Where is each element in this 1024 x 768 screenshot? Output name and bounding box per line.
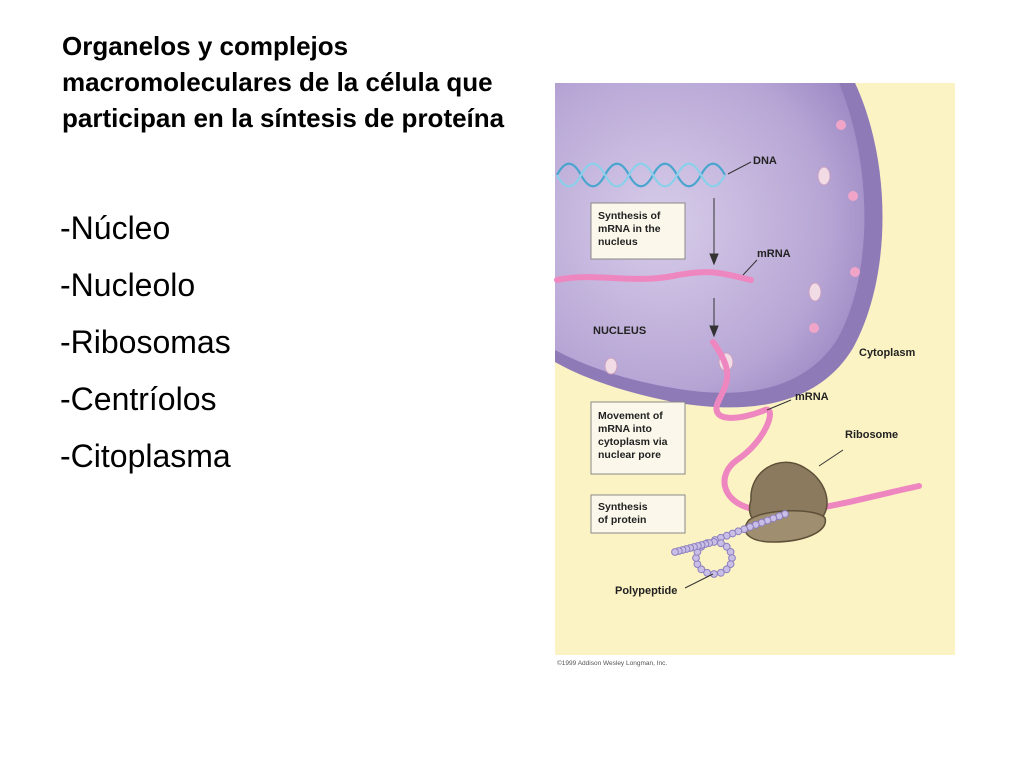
polypeptide-leader-line	[684, 573, 714, 589]
movement-line: Movement of	[598, 410, 663, 422]
amino-acid-bead	[722, 565, 731, 574]
dna-leader-line	[727, 161, 752, 175]
synthesis-mrna-line: mRNA in the	[598, 223, 661, 235]
synthesis-mrna-box	[590, 202, 686, 260]
synthesis-mrna-line: Synthesis of	[598, 210, 661, 222]
polypeptide-chain	[671, 510, 789, 578]
amino-acid-bead	[726, 560, 735, 569]
movement-line: mRNA into	[598, 423, 652, 435]
polypeptide-label: Polypeptide	[615, 585, 677, 597]
mrna-strand-nucleus	[554, 269, 754, 283]
amino-acid-bead	[671, 548, 679, 556]
mrna-leader-line	[742, 259, 758, 276]
synthesis-protein-line: of protein	[598, 514, 646, 526]
nucleus	[555, 83, 865, 393]
slide-title: Organelos y complejos macromoleculares d…	[62, 31, 505, 133]
ribosome-leader-line	[818, 449, 844, 467]
amino-acid-bead	[697, 565, 706, 574]
dna-helix	[556, 162, 726, 188]
mrna-cytoplasm-label: mRNA	[795, 391, 829, 403]
ribosome-label: Ribosome	[845, 429, 898, 441]
amino-acid-bead	[717, 568, 725, 577]
copyright-text: ©1999 Addison Wesley Longman, Inc.	[557, 659, 667, 667]
movement-mrna-box	[590, 401, 686, 475]
process-arrows	[709, 198, 719, 338]
movement-line: nuclear pore	[598, 449, 661, 461]
bullet-item: -Citoplasma	[60, 438, 231, 474]
bullet-list: -Núcleo -Nucleolo -Ribosomas -Centríolos…	[60, 200, 480, 485]
synthesis-protein-box	[590, 494, 686, 534]
amino-acid-bead	[722, 542, 731, 551]
amino-acid-bead	[710, 570, 718, 578]
mrna-nucleus-label: mRNA	[757, 248, 791, 260]
synthesis-mrna-line: nucleus	[598, 236, 638, 248]
cytoplasm-granules	[809, 120, 860, 333]
amino-acid-bead	[703, 568, 712, 577]
nucleus-label: NUCLEUS	[593, 325, 646, 337]
protein-synthesis-figure: DNA Synthesis of mRNA in the nucleus mRN…	[553, 80, 957, 672]
dna-label: DNA	[753, 155, 777, 167]
movement-line: cytoplasm via	[598, 436, 668, 448]
mrna-cyto-leader-line	[766, 399, 792, 411]
bullet-item: -Ribosomas	[60, 324, 231, 360]
bullet-item: -Centríolos	[60, 381, 217, 417]
synthesis-protein-line: Synthesis	[598, 501, 648, 513]
bullet-item: -Núcleo	[60, 210, 171, 246]
protein-synthesis-diagram: DNA Synthesis of mRNA in the nucleus mRN…	[554, 83, 955, 667]
cytoplasm-label: Cytoplasm	[859, 347, 915, 359]
bullet-item: -Nucleolo	[60, 267, 196, 303]
